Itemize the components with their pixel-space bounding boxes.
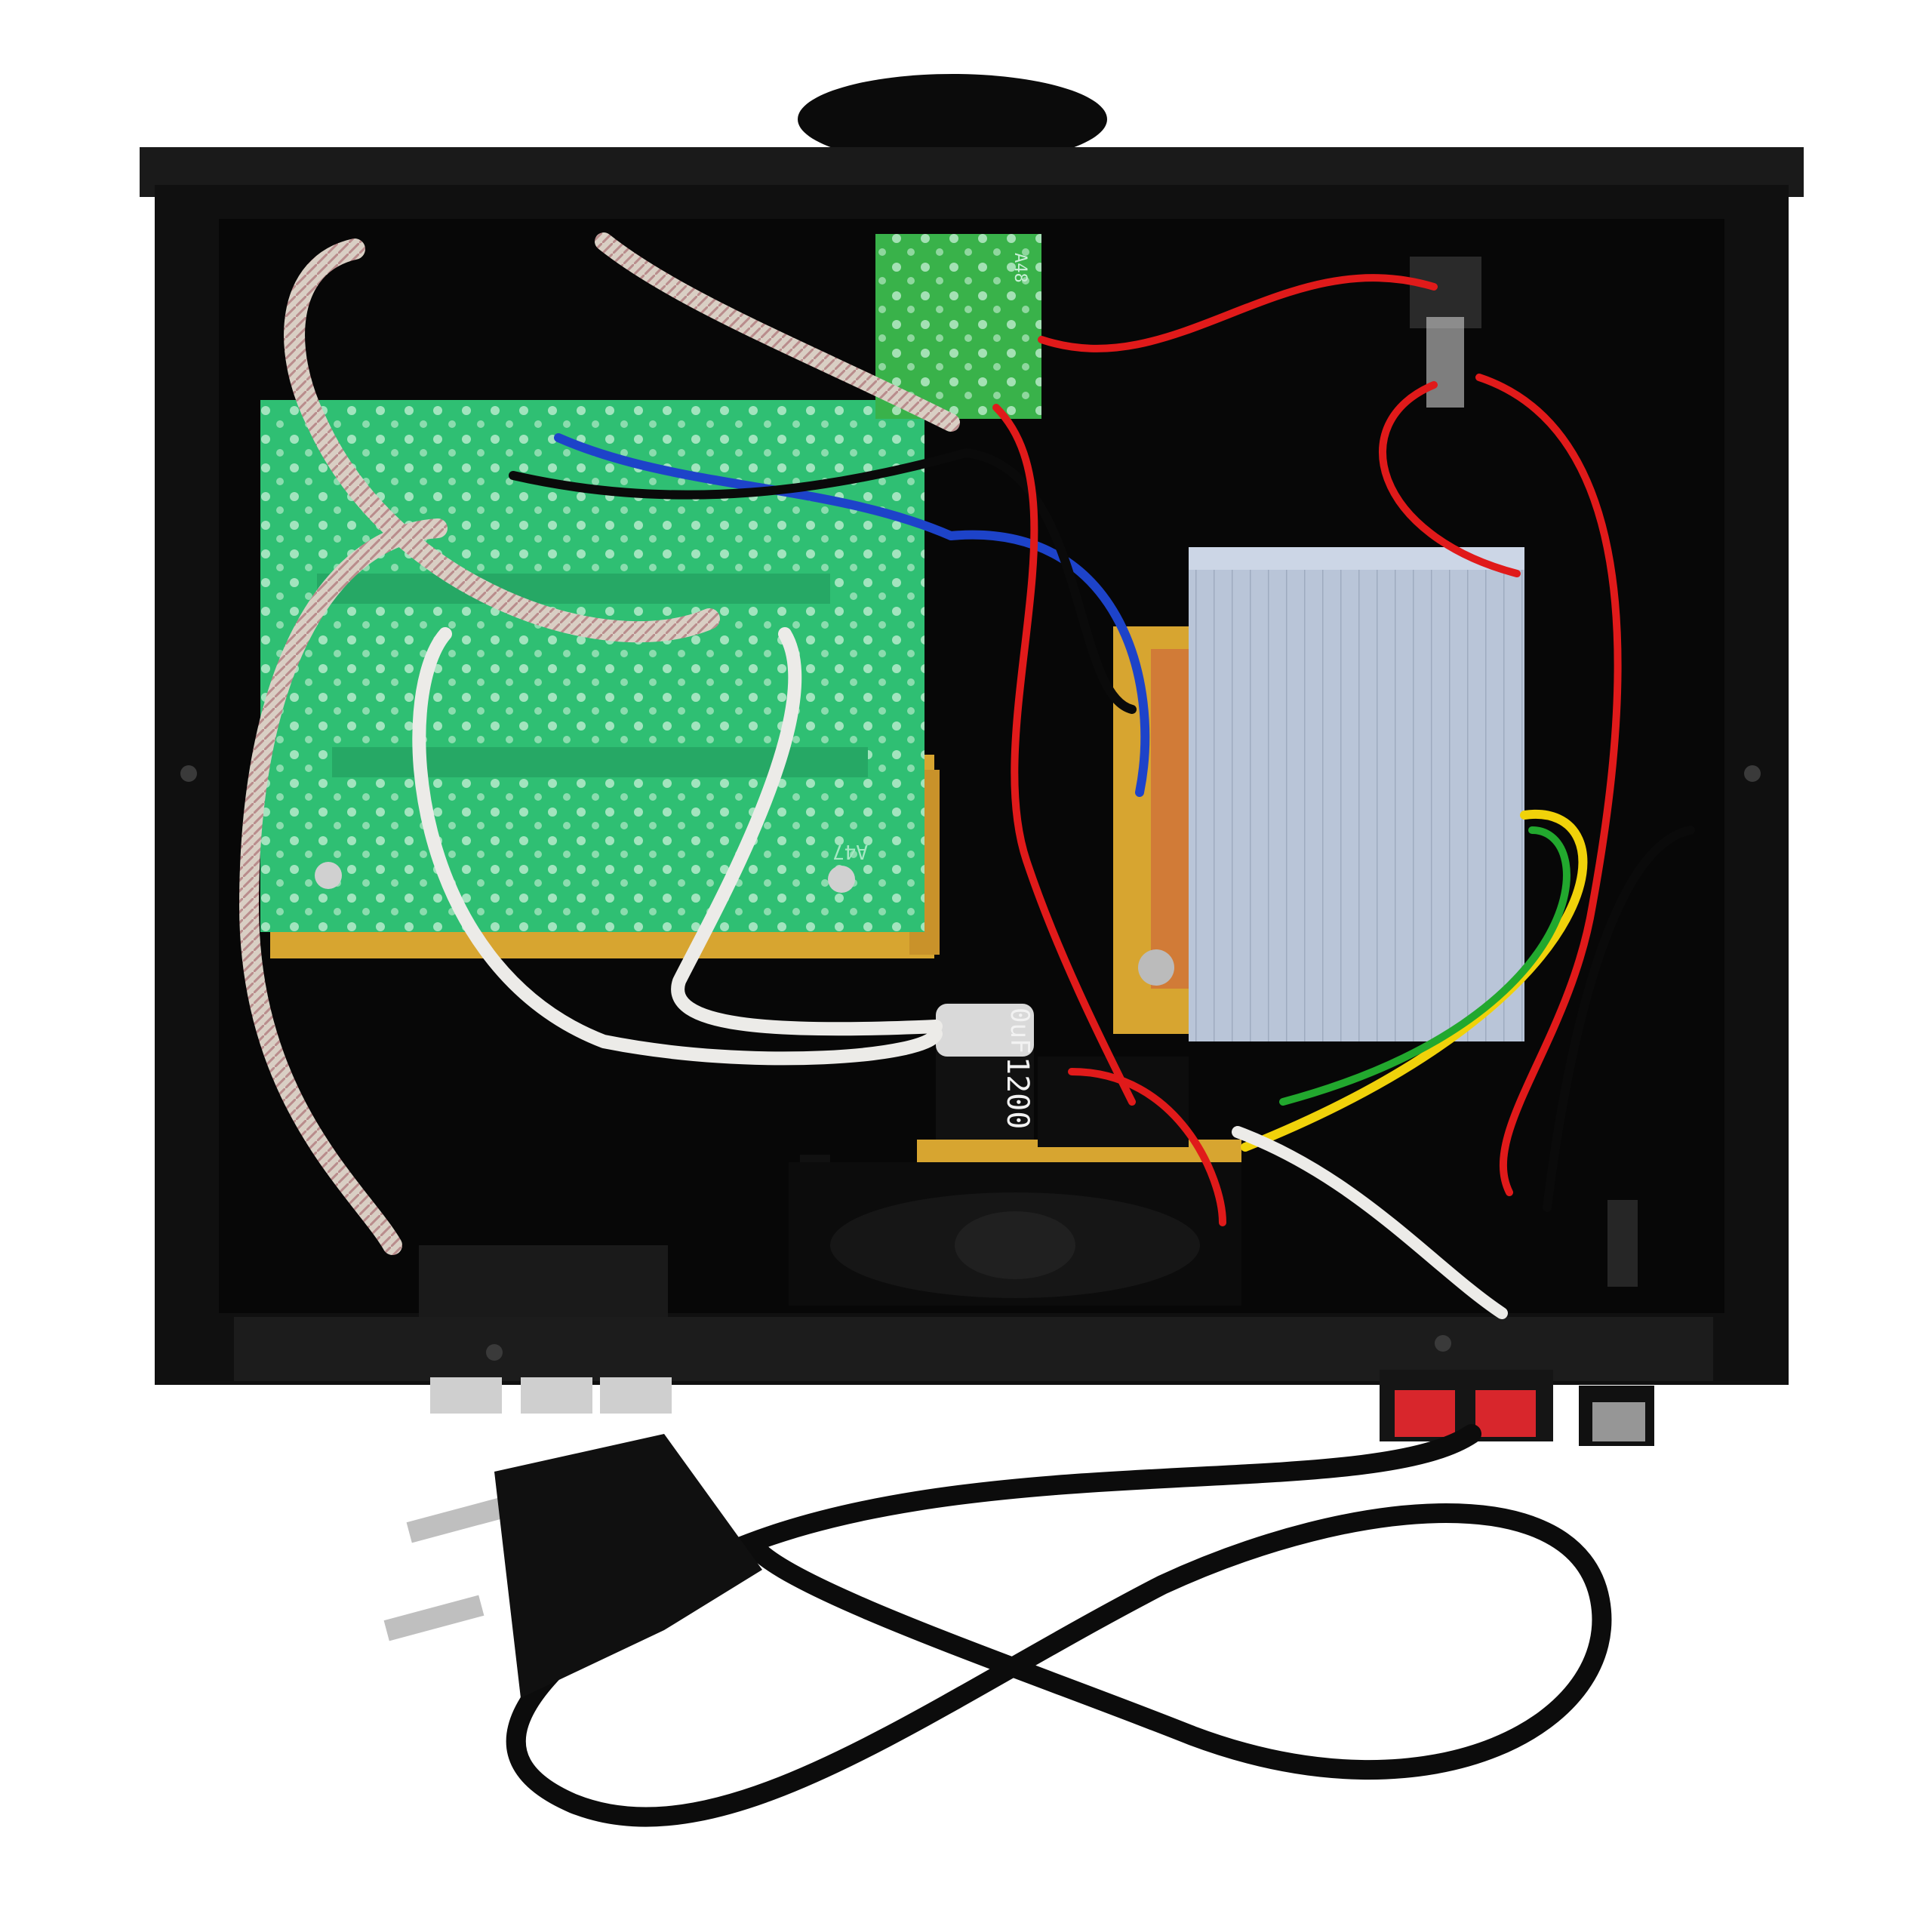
side-connector: [1607, 1200, 1638, 1287]
rca-jacks: [430, 1377, 672, 1414]
filter-capacitor: 1200 0uF: [936, 1002, 1035, 1176]
power-cord: [506, 1424, 1612, 1827]
bottom-heatsink: [419, 1245, 668, 1317]
capacitor-unit: 0uF: [1004, 1008, 1035, 1054]
cooling-fan: [789, 1162, 1241, 1306]
screw-left: [180, 765, 197, 782]
screw-bottom-left: [486, 1344, 503, 1361]
speaker-terminals: [1380, 1370, 1553, 1441]
pcb-code-top: A48: [1011, 253, 1029, 283]
volume-knob: [798, 74, 1107, 165]
power-plug: [383, 1434, 762, 1698]
input-jack-top-right: [1410, 257, 1481, 328]
fuse-holder: [1579, 1386, 1654, 1446]
screw-bottom-right: [1435, 1335, 1451, 1352]
capacitor-capacity: 1200: [1000, 1057, 1035, 1129]
pcb-code-main: A47: [832, 840, 868, 863]
screw-right: [1744, 765, 1761, 782]
transformer: [1113, 547, 1524, 1041]
wiring: [239, 232, 1695, 1319]
top-pcb: A48: [875, 234, 1041, 419]
